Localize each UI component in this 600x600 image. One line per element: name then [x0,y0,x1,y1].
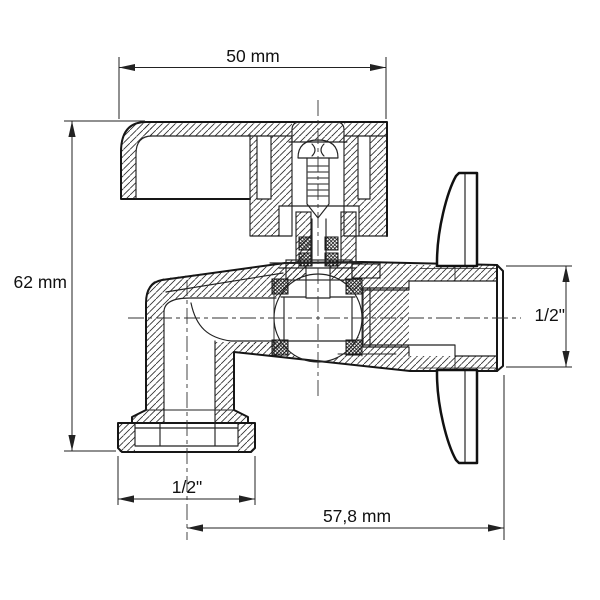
horizontal-bore [188,297,280,342]
wing-handle-upper [435,171,479,268]
pipe-end-face [497,266,503,371]
handle-top-band [145,122,292,136]
ball-bore-lines [280,296,356,342]
arrow-right-icon [239,495,255,503]
dimension-right-outlet [506,265,572,368]
arrow-up-icon [562,266,570,282]
center-lines [128,100,521,540]
arrow-right-icon [488,524,504,532]
dimension-bottom-width [187,375,505,540]
arrow-down-icon [562,351,570,367]
union-thread-section [363,288,409,347]
dimension-left-height [64,120,145,452]
outlet-pipe-top-wall [409,265,497,281]
arrow-down-icon [68,435,76,451]
arrow-right-icon [370,64,386,71]
union-lines [361,280,498,357]
wing-handle-lower [435,368,479,465]
bonnet-right-wall [341,212,356,262]
outlet-pipe-bore [409,281,497,356]
dimension-label-top-width: 50 mm [226,46,279,66]
arrow-left-icon [119,64,135,71]
arrow-left-icon [187,524,203,532]
body-outline [131,262,498,424]
stem-packing-seal [298,236,313,251]
dimension-label-right-outlet: 1/2" [534,305,565,325]
arrow-left-icon [118,495,134,503]
dimension-label-left-height: 62 mm [14,272,67,292]
dimension-bottom-outlet [117,456,256,505]
dimension-label-bottom-outlet: 1/2" [172,477,203,497]
bottom-nut-outline [117,422,256,453]
waterway-lines [163,297,277,424]
pipe-thread-lines [419,264,498,372]
dimension-top-width [118,57,387,119]
arrow-up-icon [68,121,76,137]
wing-handle [435,171,479,465]
handle-outline [145,121,388,237]
dimension-label-bottom-width: 57,8 mm [323,506,391,526]
stem [311,218,327,267]
bottom-nut-lines [134,422,239,447]
dimension-lines [64,57,572,540]
handle-grip-section [121,122,152,199]
